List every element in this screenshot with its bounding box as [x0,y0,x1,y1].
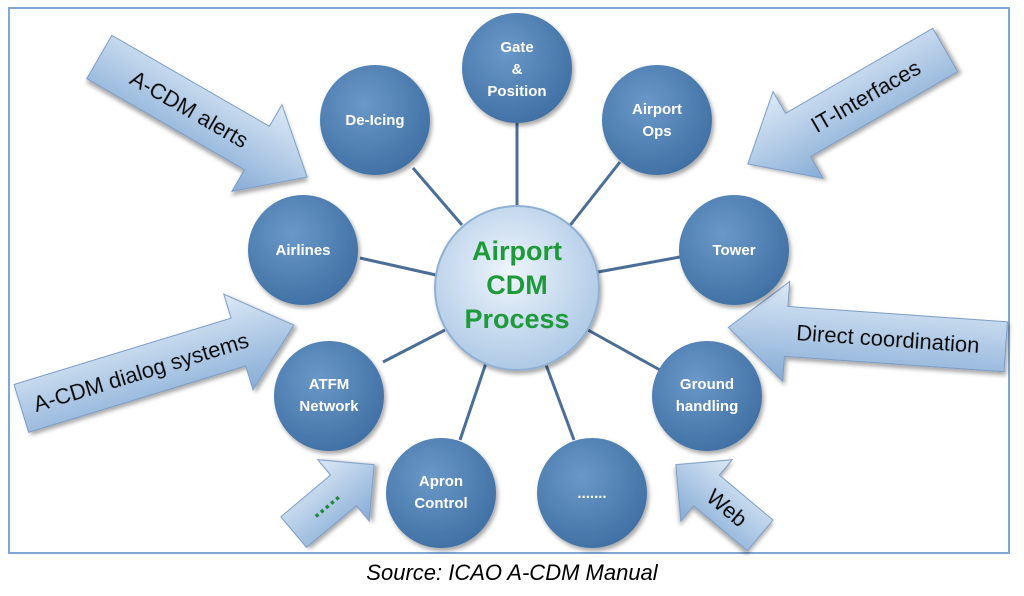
center-label-line: CDM [486,270,548,300]
node-airlines: Airlines [248,195,358,305]
connectors [359,122,681,441]
arrow-direct-coordination: Direct coordination [727,280,1008,383]
connector-tower [597,255,681,274]
source-caption: Source: ICAO A-CDM Manual [366,560,658,585]
node-label-line: ATFM [309,376,350,393]
arrow-a-cdm-alerts: A-CDM alerts [86,34,308,192]
node-label-line: Apron [419,473,463,490]
connector-de-icing [411,167,464,226]
node-gate-position: Gate & Position [462,13,572,123]
node-tower: Tower [679,195,789,305]
connector-more [543,361,576,441]
center-label-line: Airport [472,236,562,266]
arrow-a-cdm-dialog-systems: A-CDM dialog systems [13,293,295,433]
connector-airlines [359,256,437,277]
node-apron-control: Apron Control [386,438,496,548]
node-label-line: Network [299,398,359,415]
connector-airport-ops [566,161,622,229]
center-label-line: Process [464,304,569,334]
node-label-line: Airport [632,101,682,118]
node-label-line: Control [414,495,467,512]
node-de-icing: De-Icing [320,65,430,175]
node-ground-handling: Ground handling [652,341,762,451]
node-label-line: Position [487,83,546,100]
node-label-line: ....... [577,485,606,502]
center-node: Airport CDM Process [434,205,600,371]
node-label-line: Ground [680,376,734,393]
node-label-line: Ops [642,123,671,140]
node-airport-ops: Airport Ops [602,65,712,175]
node-label-line: De-Icing [345,112,404,129]
arrow-more-inputs: ..... [280,459,375,549]
connector-apron-control [458,359,489,441]
diagram-frame [8,7,1010,554]
node-label-line: Tower [712,242,755,259]
node-more: ....... [537,438,647,548]
connector-ground-handling [587,328,661,372]
node-label-line: Airlines [275,242,330,259]
node-label-line: & [512,61,523,78]
nodes: Gate & Position Airport Ops Tower Ground… [248,13,789,548]
arrow-it-interfaces: IT-Interfaces [747,27,959,179]
arrow-web: Web [675,459,774,552]
connector-atfm-network [382,328,446,364]
node-label-line: Gate [500,39,533,56]
node-label-line: handling [676,398,739,415]
node-atfm-network: ATFM Network [274,341,384,451]
cdm-diagram: A-CDM alerts IT-Interfaces A-CDM dialog … [13,13,1008,552]
